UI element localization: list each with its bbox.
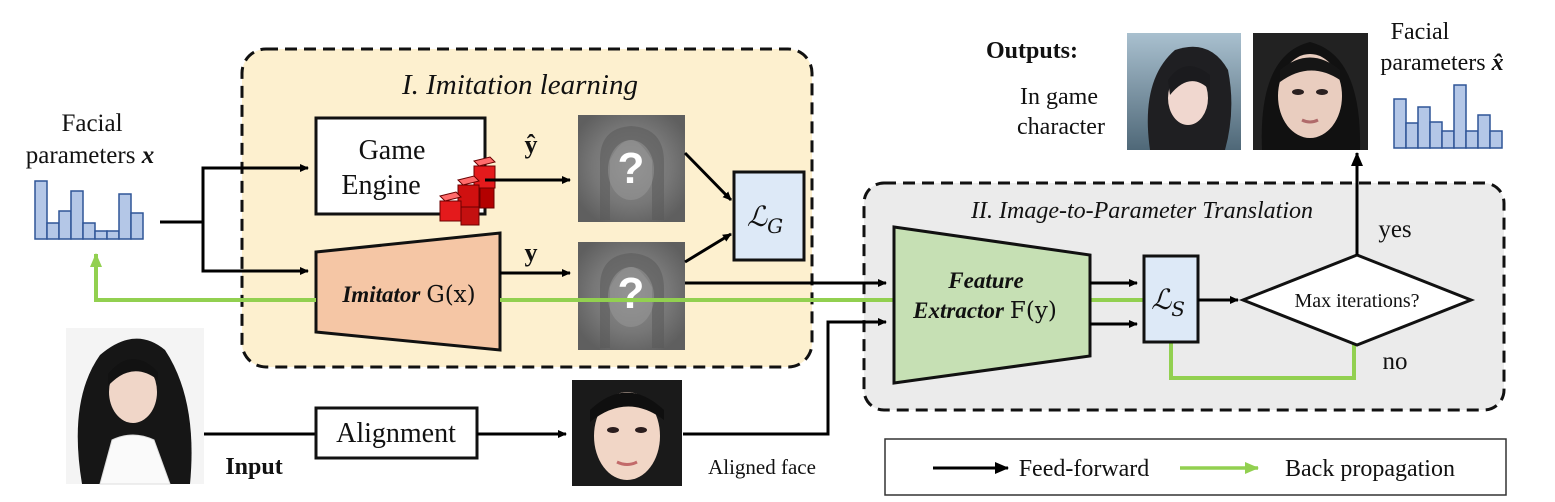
feature-extractor-label-line1: Feature: [947, 268, 1023, 293]
histogram-bar: [1417, 106, 1431, 149]
question-mark-icon: ?: [618, 144, 645, 193]
histogram-bar: [1393, 98, 1407, 149]
input-params-label-line2: parameters x: [26, 142, 154, 169]
histogram-bar: [130, 212, 144, 240]
aligned-face-image: [572, 380, 682, 486]
red-cubes-icon: [439, 156, 496, 226]
histogram-bar: [106, 230, 120, 240]
histogram-bar: [118, 193, 132, 240]
histogram-bar: [70, 190, 84, 240]
imitator-render-image: ?: [578, 242, 685, 350]
game-engine-label-line1: Game: [359, 135, 426, 166]
y-hat-label: ŷ: [525, 130, 538, 159]
histogram-bar: [1429, 121, 1443, 149]
histogram-bar: [1477, 114, 1491, 149]
aligned-face-label: Aligned face: [708, 455, 816, 479]
output-params-histogram: [1393, 84, 1503, 149]
feature-extractor-block: [892, 225, 1092, 385]
backprop-loop-connector: [1169, 342, 1356, 380]
input-params-histogram: [34, 180, 144, 240]
render-to-loss-g-connector: [683, 151, 733, 202]
loss-g-box: [732, 170, 806, 262]
y-label: y: [525, 238, 538, 267]
max-iterations-label: Max iterations?: [1295, 290, 1420, 312]
input-photo: [66, 328, 204, 485]
histogram-bar: [1489, 130, 1503, 149]
histogram-bar: [46, 222, 60, 240]
histogram-bar: [94, 230, 108, 240]
params-to-imitator-connector: [201, 222, 309, 275]
game-character-side-image: [1127, 33, 1241, 150]
histogram-bar: [1465, 130, 1479, 149]
no-label: no: [1383, 348, 1408, 375]
game-character-front-image: [1253, 33, 1368, 150]
alignment-box: [314, 406, 479, 460]
legend-feed-forward-label: Feed-forward: [1019, 456, 1150, 482]
question-mark-icon: ?: [618, 269, 645, 318]
game-engine-label-line2: Engine: [341, 170, 420, 201]
imitator-block: [314, 231, 502, 352]
input-params-label-line1: Facial: [61, 110, 122, 137]
outputs-label-line1: In game: [1020, 84, 1098, 110]
histogram-bar: [82, 222, 96, 240]
histogram-bar: [1405, 122, 1419, 149]
params-split-connector: [160, 164, 309, 224]
input-label: Input: [225, 454, 282, 480]
yes-label: yes: [1378, 216, 1411, 243]
output-params-label-line2: parameters x̂: [1380, 50, 1503, 76]
loss-s-symbol: ℒS: [1151, 283, 1185, 321]
output-params-label-line1: Facial: [1391, 19, 1450, 45]
legend-back-propagation-label: Back propagation: [1285, 456, 1455, 482]
histogram-bar: [58, 210, 72, 240]
imitation-learning-title: I. Imitation learning: [401, 69, 638, 101]
engine-render-image: ?: [578, 115, 685, 222]
histogram-bar: [1453, 84, 1467, 149]
render-to-loss-g-connector: [684, 232, 732, 264]
legend: Feed-forward Back propagation: [884, 438, 1507, 496]
aligned-face-to-extractor-connector: [683, 318, 887, 436]
loss-g-symbol: ℒG: [747, 200, 783, 238]
backprop-to-params-connector: [90, 253, 316, 302]
outputs-title: Outputs:: [986, 38, 1078, 64]
histogram-bar: [34, 180, 48, 240]
outputs-label-line2: character: [1017, 114, 1105, 140]
alignment-label: Alignment: [336, 418, 456, 449]
histogram-bar: [1441, 130, 1455, 149]
translation-panel-title: II. Image-to-Parameter Translation: [970, 198, 1313, 224]
max-iterations-decision: [1238, 253, 1476, 347]
